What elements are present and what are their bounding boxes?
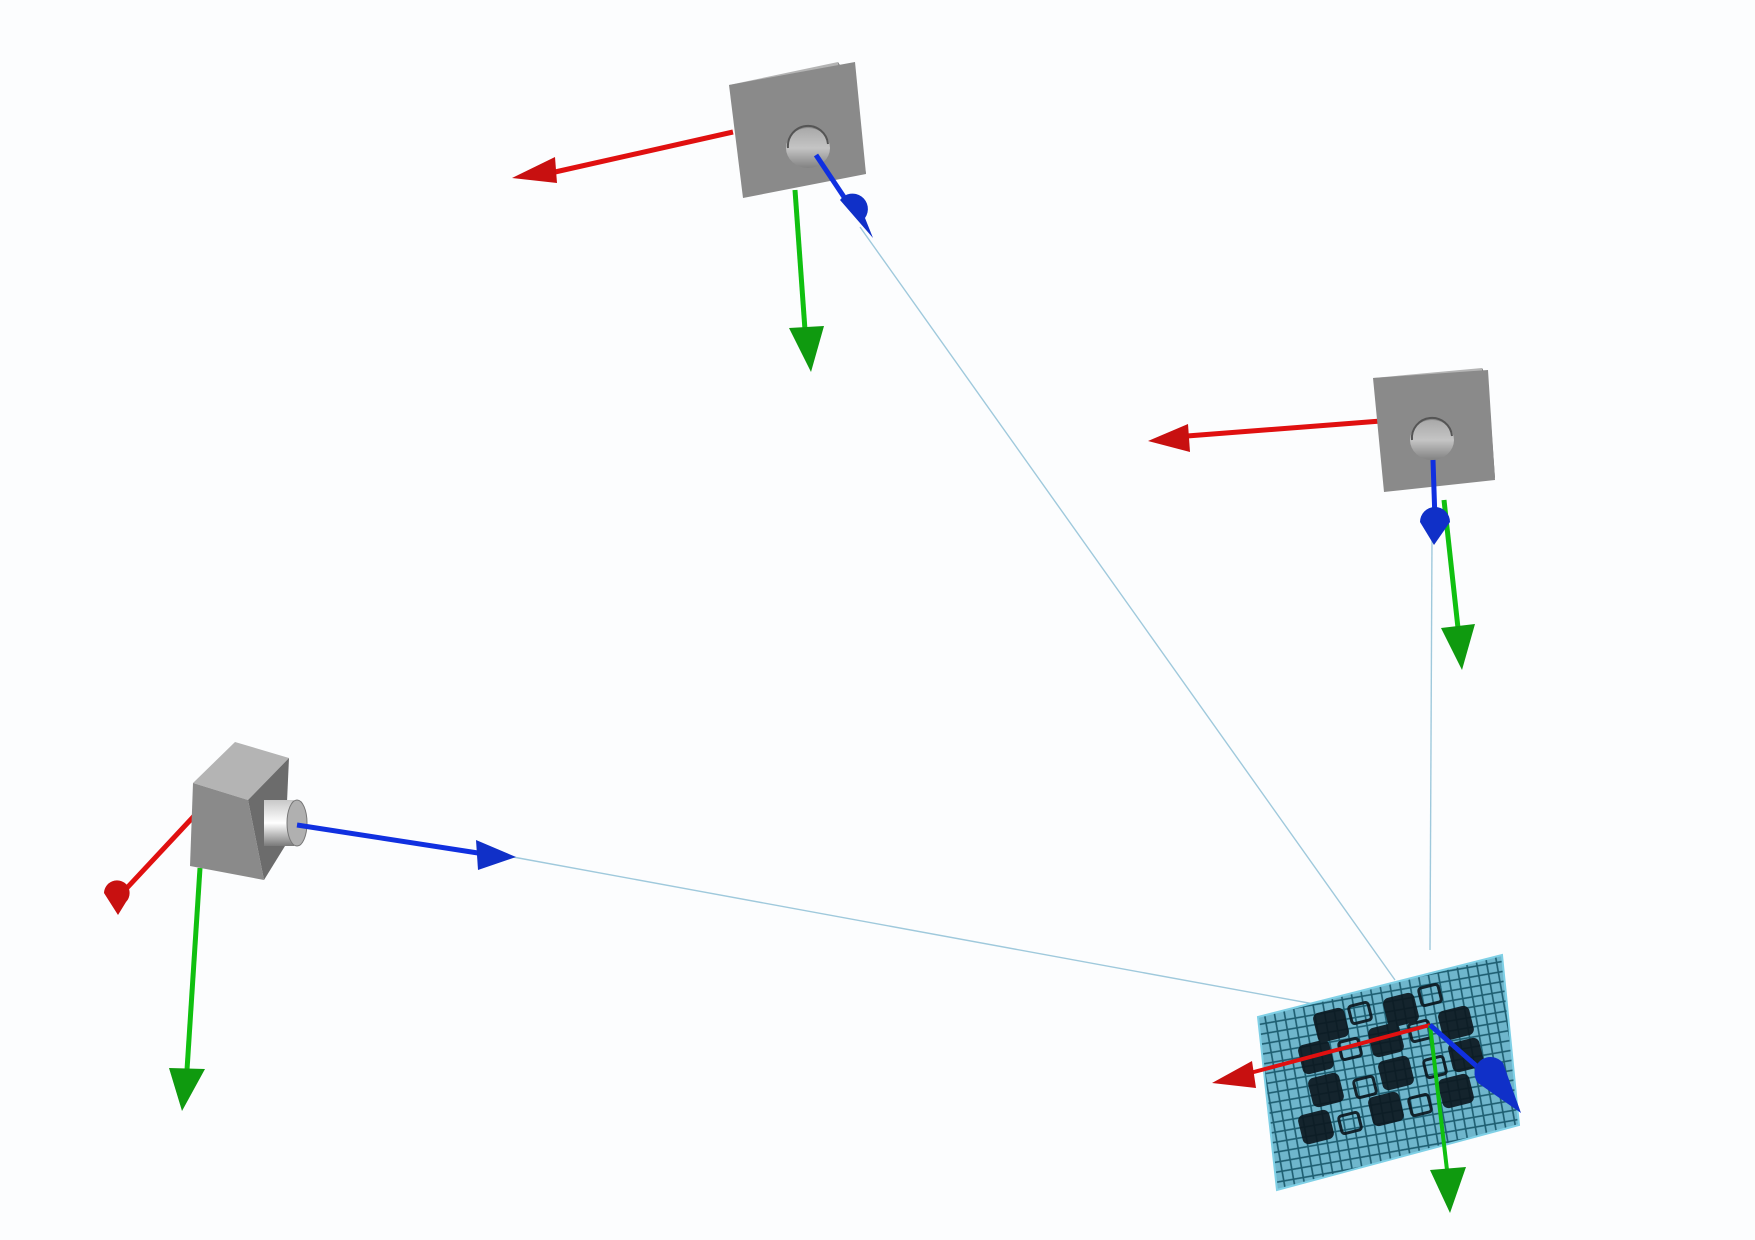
camera-lens-face [286,799,308,847]
camera-3[interactable] [104,742,516,1111]
camera-body-front [190,783,264,880]
y-axis-arrowhead-icon [169,1068,205,1111]
camera-1[interactable] [512,62,873,372]
x-axis-shaft [1249,1023,1431,1075]
camera-2[interactable] [1148,368,1495,670]
y-axis-shaft [184,867,203,1071]
camera-lens-rim [1410,416,1453,441]
x-axis-arrowhead-icon [512,157,557,183]
board-pattern [1298,982,1484,1145]
z-axis-arrowhead-icon [1420,507,1450,545]
rays [512,226,1433,1007]
z-axis-arrowhead-icon [476,840,516,870]
y-axis-arrowhead-icon [1441,624,1475,670]
x-axis-shaft [123,813,197,892]
y-axis-shaft [1428,1024,1449,1171]
camera-lens-rim [786,124,829,149]
x-axis-shaft [554,129,734,175]
x-axis-shaft [1186,418,1382,439]
calibration-board[interactable] [1212,953,1521,1213]
y-axis-arrowhead-icon [789,326,824,372]
z-axis-shaft [296,822,479,856]
camera-lens [1410,420,1454,460]
ray-camera-2 [1429,536,1433,951]
x-axis-arrowhead-icon [1148,424,1190,452]
y-axis-shaft [792,189,808,331]
y-axis-arrowhead-icon [1430,1167,1466,1213]
x-axis-arrowhead-icon [1212,1061,1256,1088]
camera-body-front [729,62,866,198]
z-axis-arrowhead-icon [1474,1056,1521,1113]
ray-camera-1 [859,226,1396,981]
x-axis-arrowhead-icon [104,880,130,915]
camera-body-top [193,742,289,800]
ray-camera-3 [512,856,1326,1007]
z-axis-arrowhead-icon [840,193,873,238]
